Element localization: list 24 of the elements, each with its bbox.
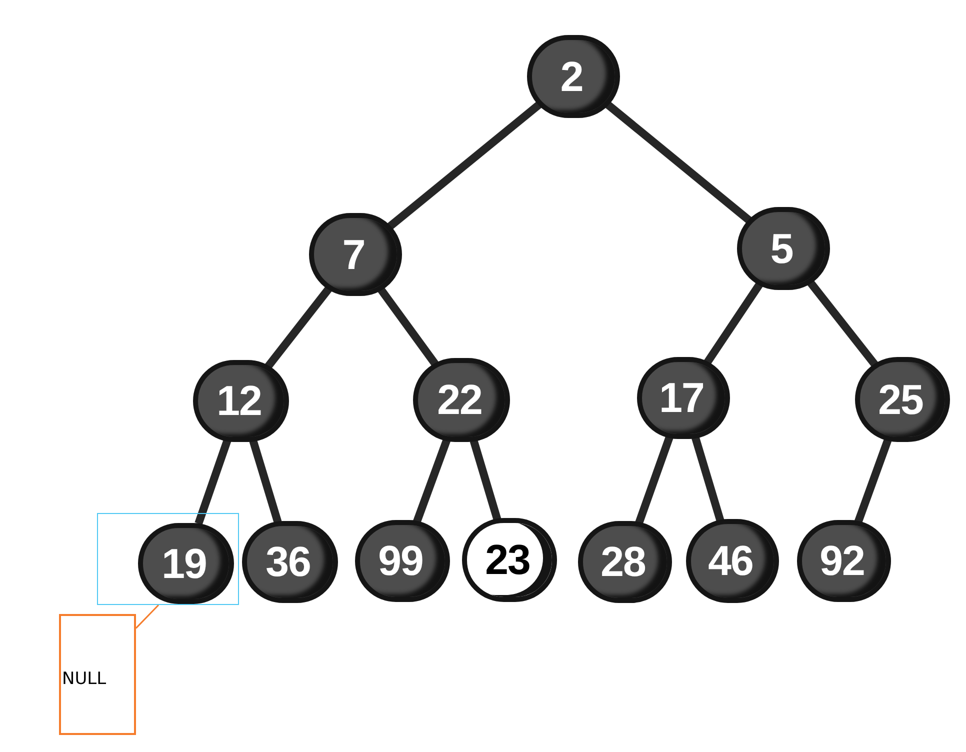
tree-edge <box>605 102 752 224</box>
node-value: 12 <box>216 380 262 422</box>
node-value: 25 <box>878 378 923 420</box>
node-value: 46 <box>708 540 753 582</box>
node-value: 28 <box>600 541 646 583</box>
node-value: 17 <box>659 377 704 419</box>
node-value: 2 <box>560 56 583 98</box>
node-value: 5 <box>770 228 793 270</box>
tree-edge <box>807 280 878 368</box>
highlight-frame <box>97 513 239 605</box>
node-value: 92 <box>820 540 864 582</box>
note-label: NULL <box>62 671 106 688</box>
node-value: 23 <box>485 539 530 581</box>
node-value: 99 <box>378 540 423 582</box>
leader-line <box>135 604 160 629</box>
tree-edge <box>249 440 282 524</box>
node-value: 7 <box>342 234 365 276</box>
tree-edge <box>470 440 502 521</box>
note-box <box>59 614 136 735</box>
tree-edge <box>704 282 764 365</box>
node-value: 22 <box>437 379 482 421</box>
tree-edge <box>387 101 542 230</box>
node-value: 19 <box>162 542 206 584</box>
node-value: 36 <box>266 541 310 583</box>
